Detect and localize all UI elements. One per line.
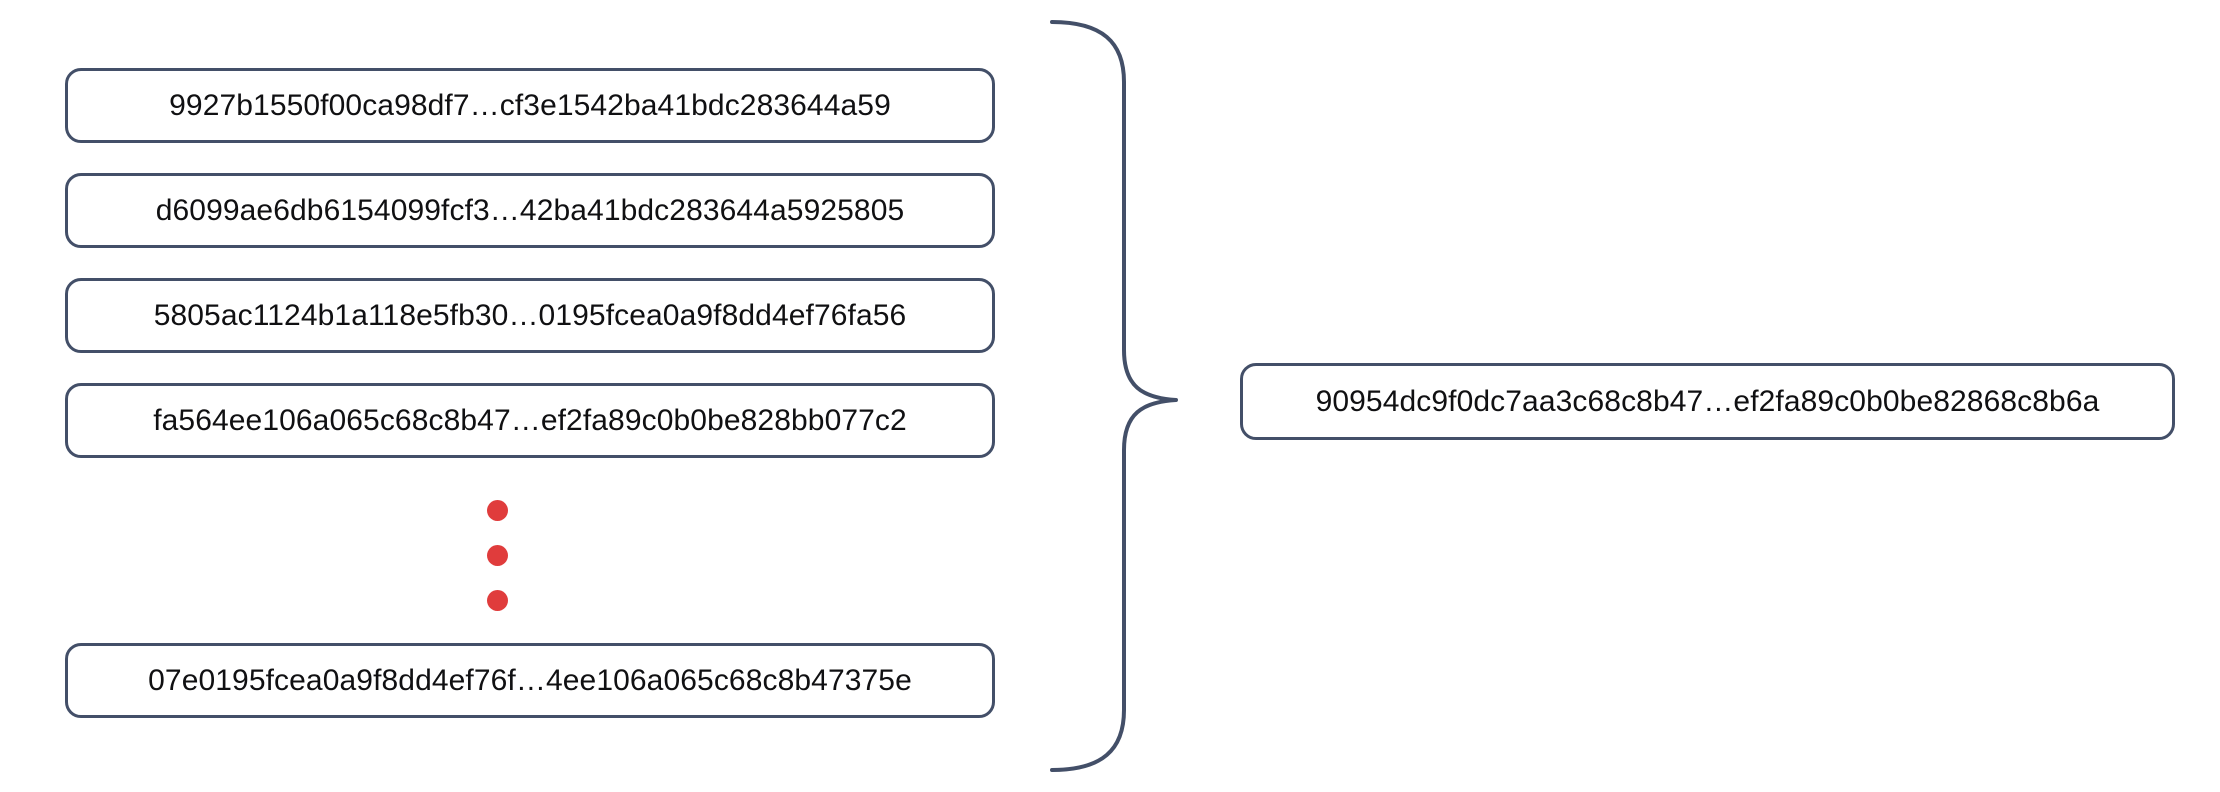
curly-brace-icon [1050,20,1190,772]
output-hash-box[interactable]: 90954dc9f0dc7aa3c68c8b47…ef2fa89c0b0be82… [1240,363,2175,440]
input-hash-text-1: 9927b1550f00ca98df7…cf3e1542ba41bdc28364… [169,88,891,122]
input-hash-text-3: 5805ac1124b1a118e5fb30…0195fcea0a9f8dd4e… [153,298,907,332]
input-hash-box-3[interactable]: 5805ac1124b1a118e5fb30…0195fcea0a9f8dd4e… [65,278,995,353]
input-hash-box-4[interactable]: fa564ee106a065c68c8b47…ef2fa89c0b0be828b… [65,383,995,458]
input-hash-text-n: 07e0195fcea0a9f8dd4ef76f…4ee106a065c68c8… [148,663,912,697]
ellipsis-dot-icon-1 [487,500,508,521]
input-hash-text-4: fa564ee106a065c68c8b47…ef2fa89c0b0be828b… [153,403,907,437]
input-hash-box-1[interactable]: 9927b1550f00ca98df7…cf3e1542ba41bdc28364… [65,68,995,143]
ellipsis-dot-icon-2 [487,545,508,566]
input-hash-box-n[interactable]: 07e0195fcea0a9f8dd4ef76f…4ee106a065c68c8… [65,643,995,718]
vertical-ellipsis [487,500,527,625]
input-hash-text-2: d6099ae6db6154099fcf3…42ba41bdc283644a59… [155,193,905,227]
input-hash-box-2[interactable]: d6099ae6db6154099fcf3…42ba41bdc283644a59… [65,173,995,248]
ellipsis-dot-icon-3 [487,590,508,611]
output-hash-text: 90954dc9f0dc7aa3c68c8b47…ef2fa89c0b0be82… [1315,384,2100,418]
